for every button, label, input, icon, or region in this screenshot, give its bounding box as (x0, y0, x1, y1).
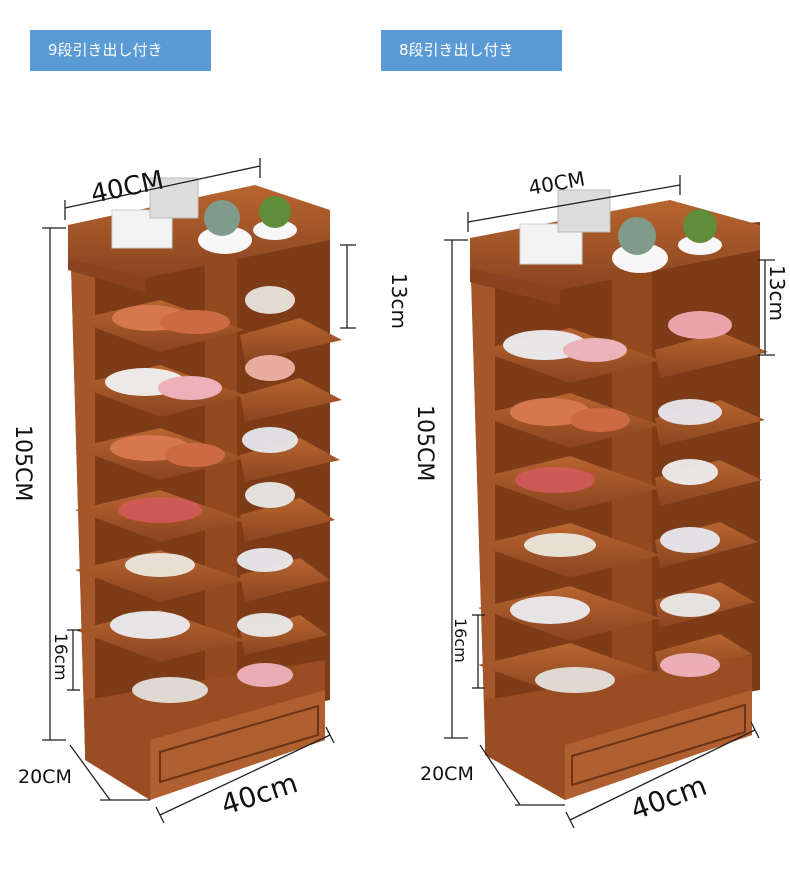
left-depth-label: 20CM (18, 766, 72, 788)
left-height-label: 105CM (10, 425, 35, 501)
right-dimension-lines (444, 175, 775, 829)
left-shelf-gap-bottom-label: 16cm (50, 633, 70, 681)
variant-label-8-tier: 8段引き出し付き (381, 30, 562, 71)
right-shelf-gap-bottom-label: 16cm (451, 618, 470, 663)
right-depth-label: 20CM (420, 763, 474, 785)
left-width-bottom-label: 40cm (217, 766, 302, 822)
left-shelf-gap-top-label: 13cm (387, 273, 411, 329)
right-height-label: 105CM (412, 405, 437, 481)
shoe-rack-8-tier (470, 189, 768, 800)
shoe-rack-9-tier (68, 177, 342, 800)
right-shelf-gap-top-label: 13cm (765, 265, 789, 321)
right-width-bottom-label: 40cm (626, 769, 711, 827)
left-dimension-lines (42, 158, 356, 824)
variant-label-9-tier: 9段引き出し付き (30, 30, 211, 71)
